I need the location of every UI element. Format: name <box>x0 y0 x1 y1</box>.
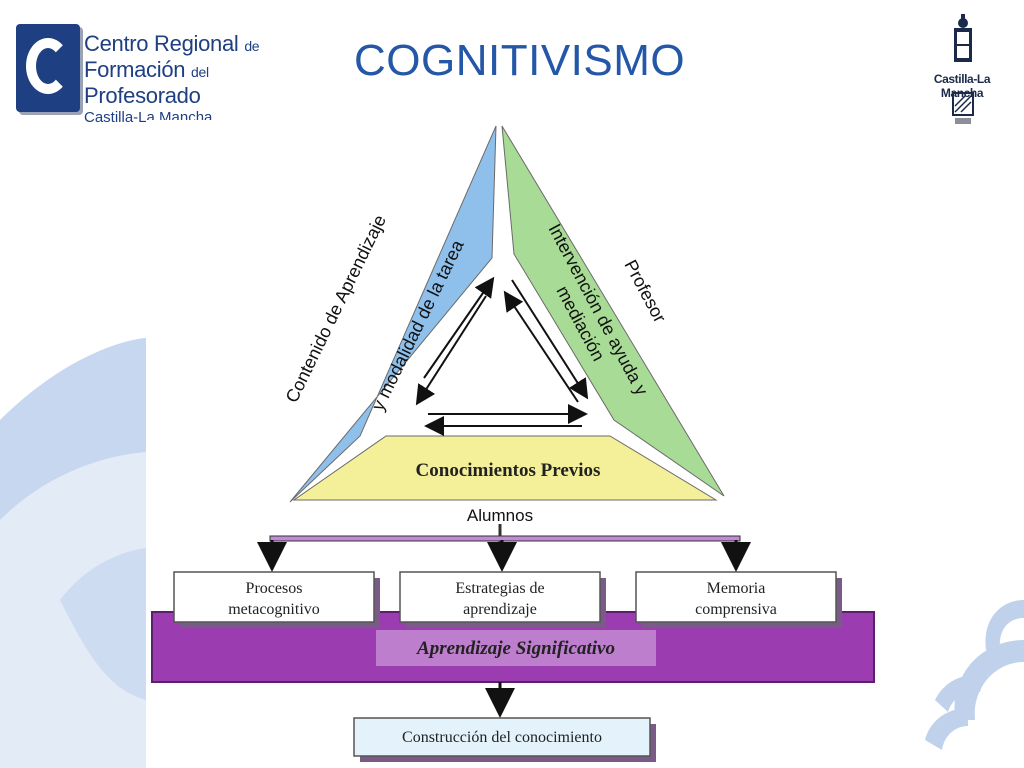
box-estrategias-line1: Estrategias de <box>455 580 544 597</box>
base-label: Conocimientos Previos <box>416 460 601 481</box>
crest-icon <box>954 14 972 62</box>
inner-arrow-1 <box>423 276 495 379</box>
left-panel <box>289 125 497 503</box>
page-title: COGNITIVISMO <box>354 36 686 85</box>
secondary-logo-mark <box>952 92 974 124</box>
right-side-line1: Profesor <box>620 256 670 325</box>
crfp-logo-mark <box>16 24 80 112</box>
right-panel <box>501 125 725 497</box>
logo-line2-small: del <box>191 64 209 80</box>
branch-bar <box>269 535 741 542</box>
box-result: Construcción del conocimiento <box>353 717 656 762</box>
logo-line2a: Formación <box>84 57 186 82</box>
diagram-frame: Contenido de Aprendizaje y modalidad de … <box>146 120 878 768</box>
castilla-la-mancha-logo: Castilla-La Mancha <box>916 14 1008 132</box>
inner-arrow-3 <box>511 279 589 400</box>
crfp-logo-text: Centro Regional de Formación del Profeso… <box>84 32 316 128</box>
logo-line2b: Profesorado <box>84 83 201 108</box>
box-memoria-line2: comprensiva <box>695 601 777 618</box>
box-procesos-line1: Procesos <box>246 580 303 597</box>
box-estrategias: Estrategias de aprendizaje <box>399 571 606 628</box>
inner-arrow-2 <box>415 295 487 406</box>
logo-line1-small: de <box>244 38 260 54</box>
alumnos-label: Alumnos <box>467 506 533 525</box>
box-memoria-line1: Memoria <box>707 580 766 597</box>
crfp-logo: Centro Regional de Formación del Profeso… <box>16 24 316 126</box>
logo-line1: Centro Regional <box>84 31 239 56</box>
base-panel <box>292 435 718 501</box>
box-procesos: Procesos metacognitivo <box>173 571 380 628</box>
left-side-line2: y modalidad de la tarea <box>368 236 468 414</box>
diagram-svg: Contenido de Aprendizaje y modalidad de … <box>151 125 875 762</box>
box-memoria: Memoria comprensiva <box>635 571 842 628</box>
box-estrategias-line2: aprendizaje <box>463 601 537 618</box>
inner-arrow-4 <box>503 290 579 403</box>
band-label: Aprendizaje Significativo <box>416 638 615 659</box>
box-procesos-line2: metacognitivo <box>228 601 320 618</box>
left-side-line1: Contenido de Aprendizaje <box>282 212 390 406</box>
result-label: Construcción del conocimiento <box>402 729 602 746</box>
